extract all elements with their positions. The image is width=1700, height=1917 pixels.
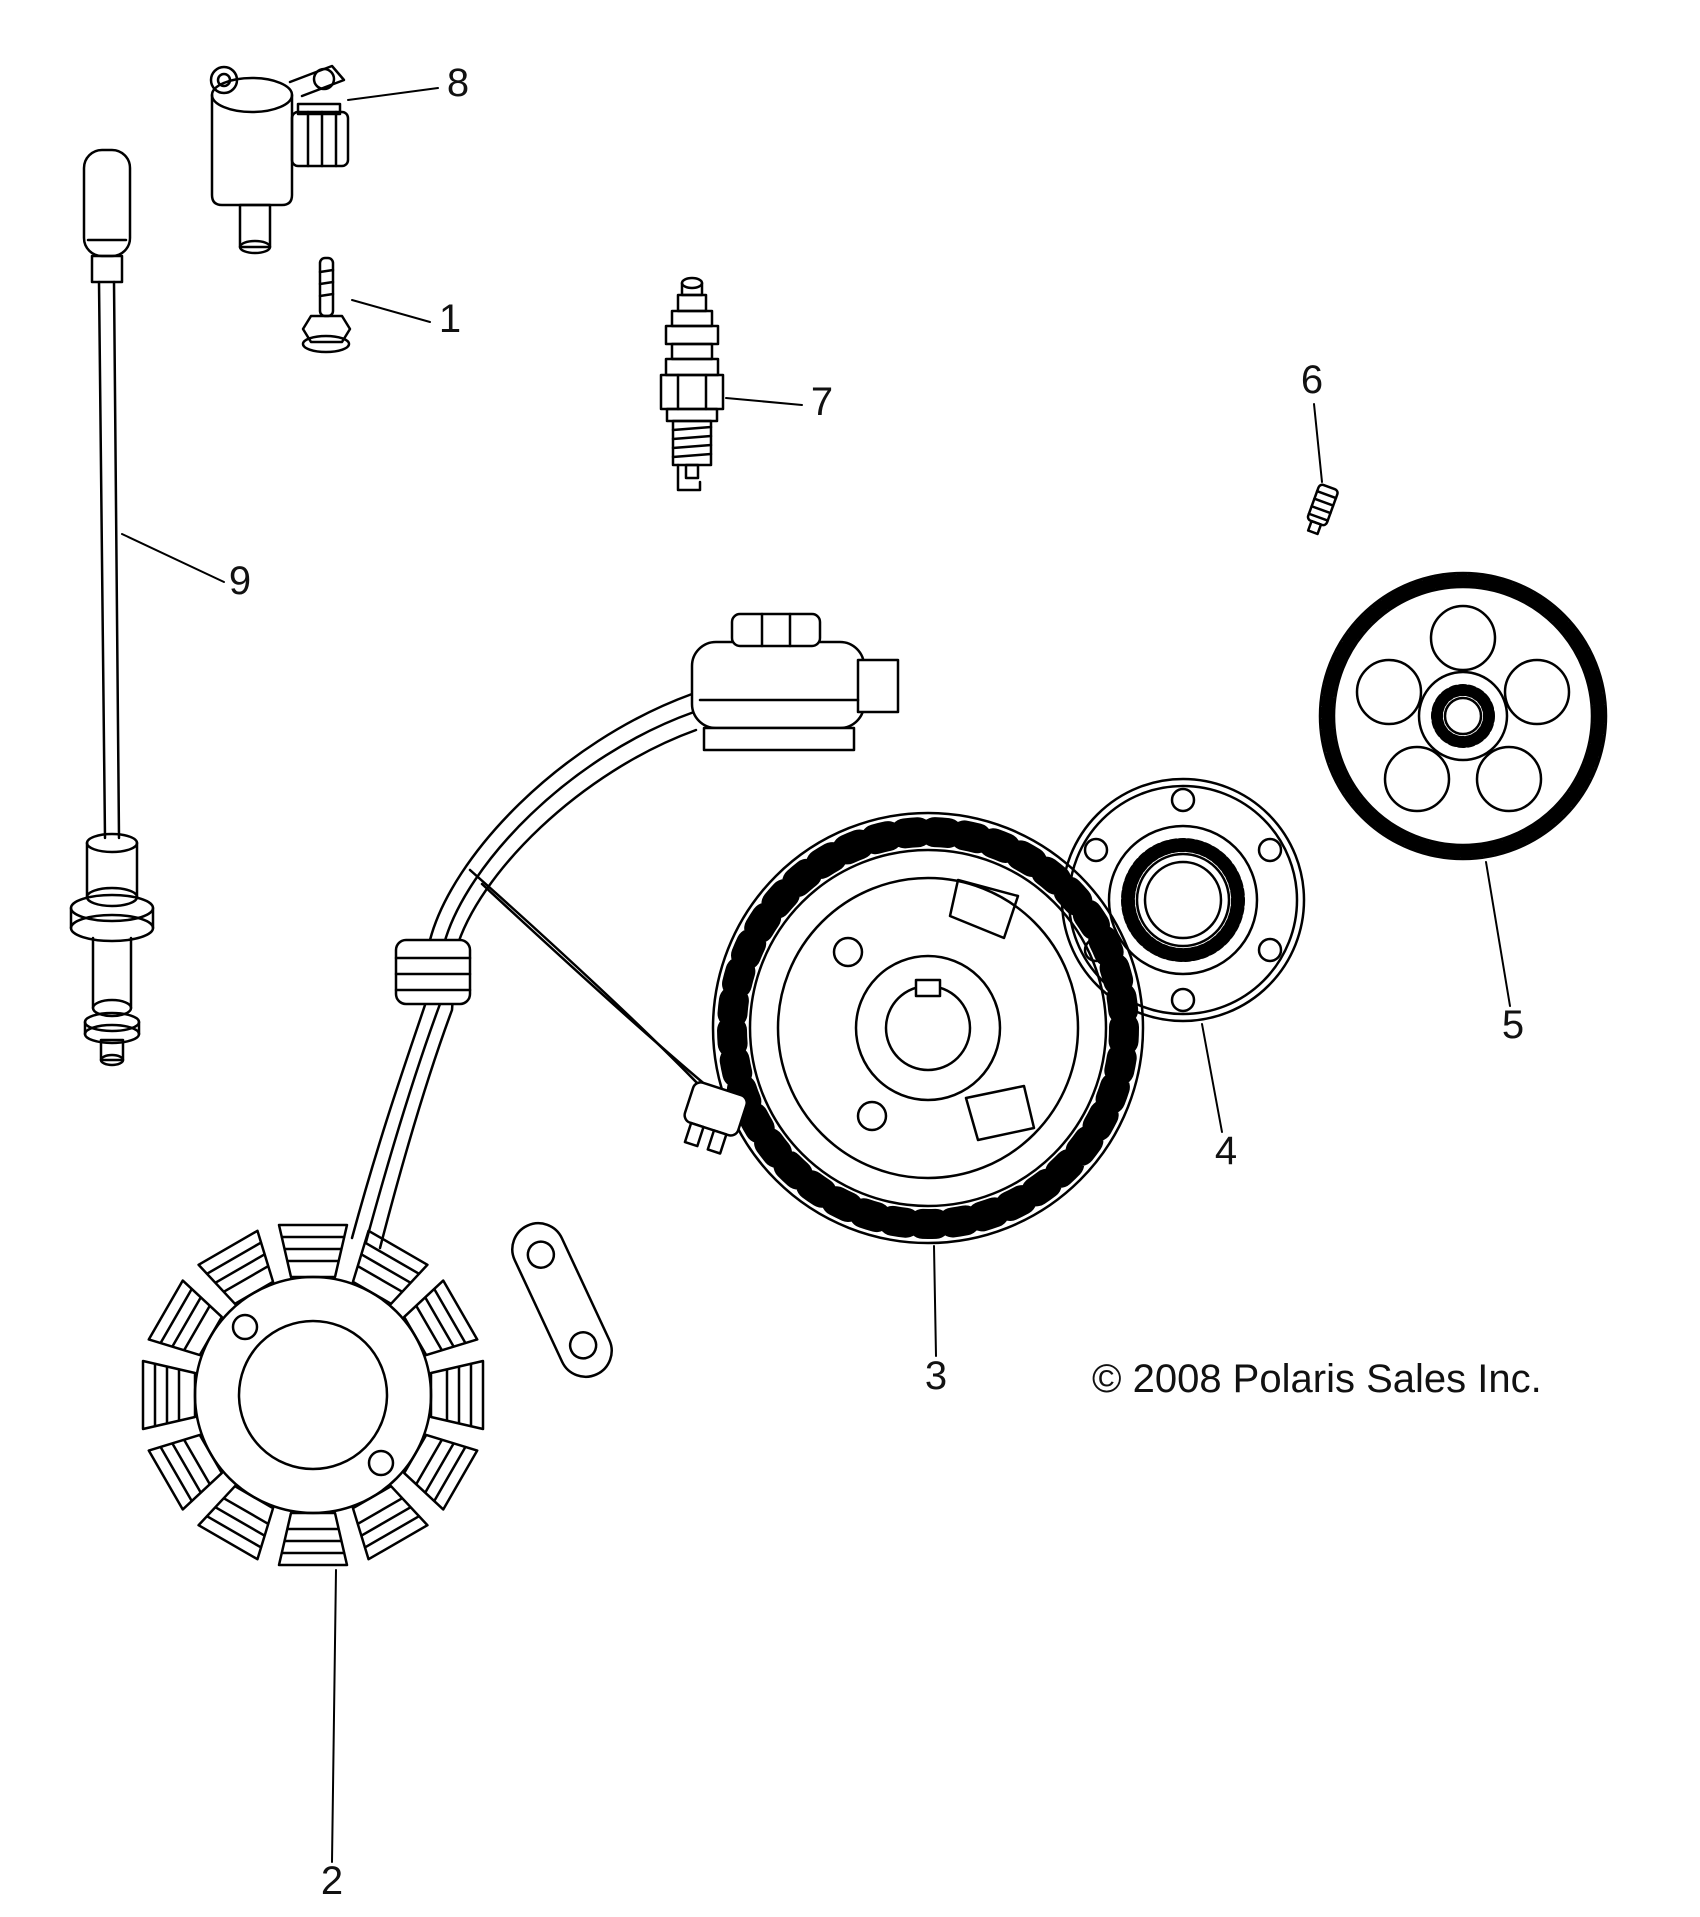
callout-2: 2 (321, 1859, 343, 1903)
callout-1: 1 (439, 297, 461, 341)
mounting-bracket (511, 1221, 613, 1379)
spark-plug-wire-drawing (69, 148, 155, 1067)
flange-bolt-drawing (301, 256, 352, 354)
ignition-coil-drawing (209, 64, 350, 255)
callout-4: 4 (1215, 1129, 1237, 1173)
leader-line-4 (1201, 1023, 1223, 1133)
callout-8: 8 (447, 61, 469, 105)
main-connector (690, 612, 900, 752)
copyright-text: © 2008 Polaris Sales Inc. (1092, 1357, 1542, 1401)
leader-line-3 (933, 1245, 937, 1357)
leader-line-5 (1485, 861, 1511, 1007)
starter-gear-drawing (1318, 571, 1608, 861)
leader-line-6 (1313, 403, 1323, 483)
callout-7: 7 (811, 380, 833, 424)
stator-drawing (141, 1223, 485, 1567)
leader-line-1 (351, 299, 431, 323)
leader-line-9 (121, 533, 225, 583)
pin-connector (683, 1081, 748, 1155)
grommet (394, 938, 472, 1006)
stud-drawing (1306, 483, 1339, 536)
callout-5: 5 (1502, 1003, 1524, 1047)
spark-plug-drawing (659, 276, 725, 492)
callout-3: 3 (925, 1354, 947, 1398)
callout-6: 6 (1301, 358, 1323, 402)
leader-line-8 (347, 87, 439, 101)
callout-9: 9 (229, 559, 251, 603)
leader-line-2 (331, 1569, 337, 1863)
leader-line-7 (725, 397, 803, 406)
flywheel-drawing (711, 811, 1145, 1245)
stator-harness-drawing (350, 612, 900, 1379)
